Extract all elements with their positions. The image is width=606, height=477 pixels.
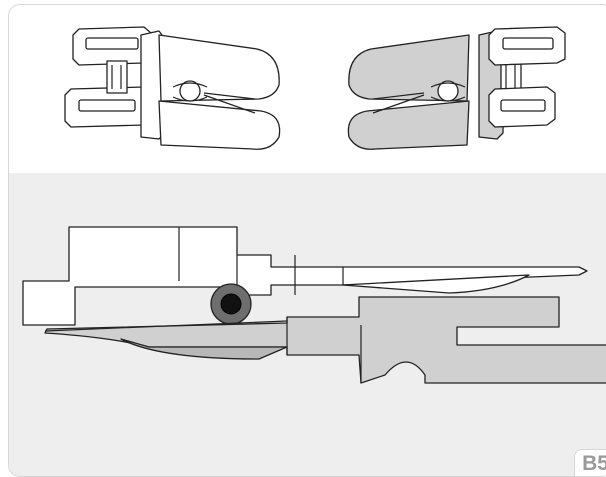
figure-svg [22,26,606,384]
figure-card: B5 [8,4,606,477]
clip-assembly-side-view [22,226,606,384]
open-clip-icon [64,26,281,150]
open-clip-shaded-icon [347,26,566,150]
figure-badge: B5 [574,449,606,476]
